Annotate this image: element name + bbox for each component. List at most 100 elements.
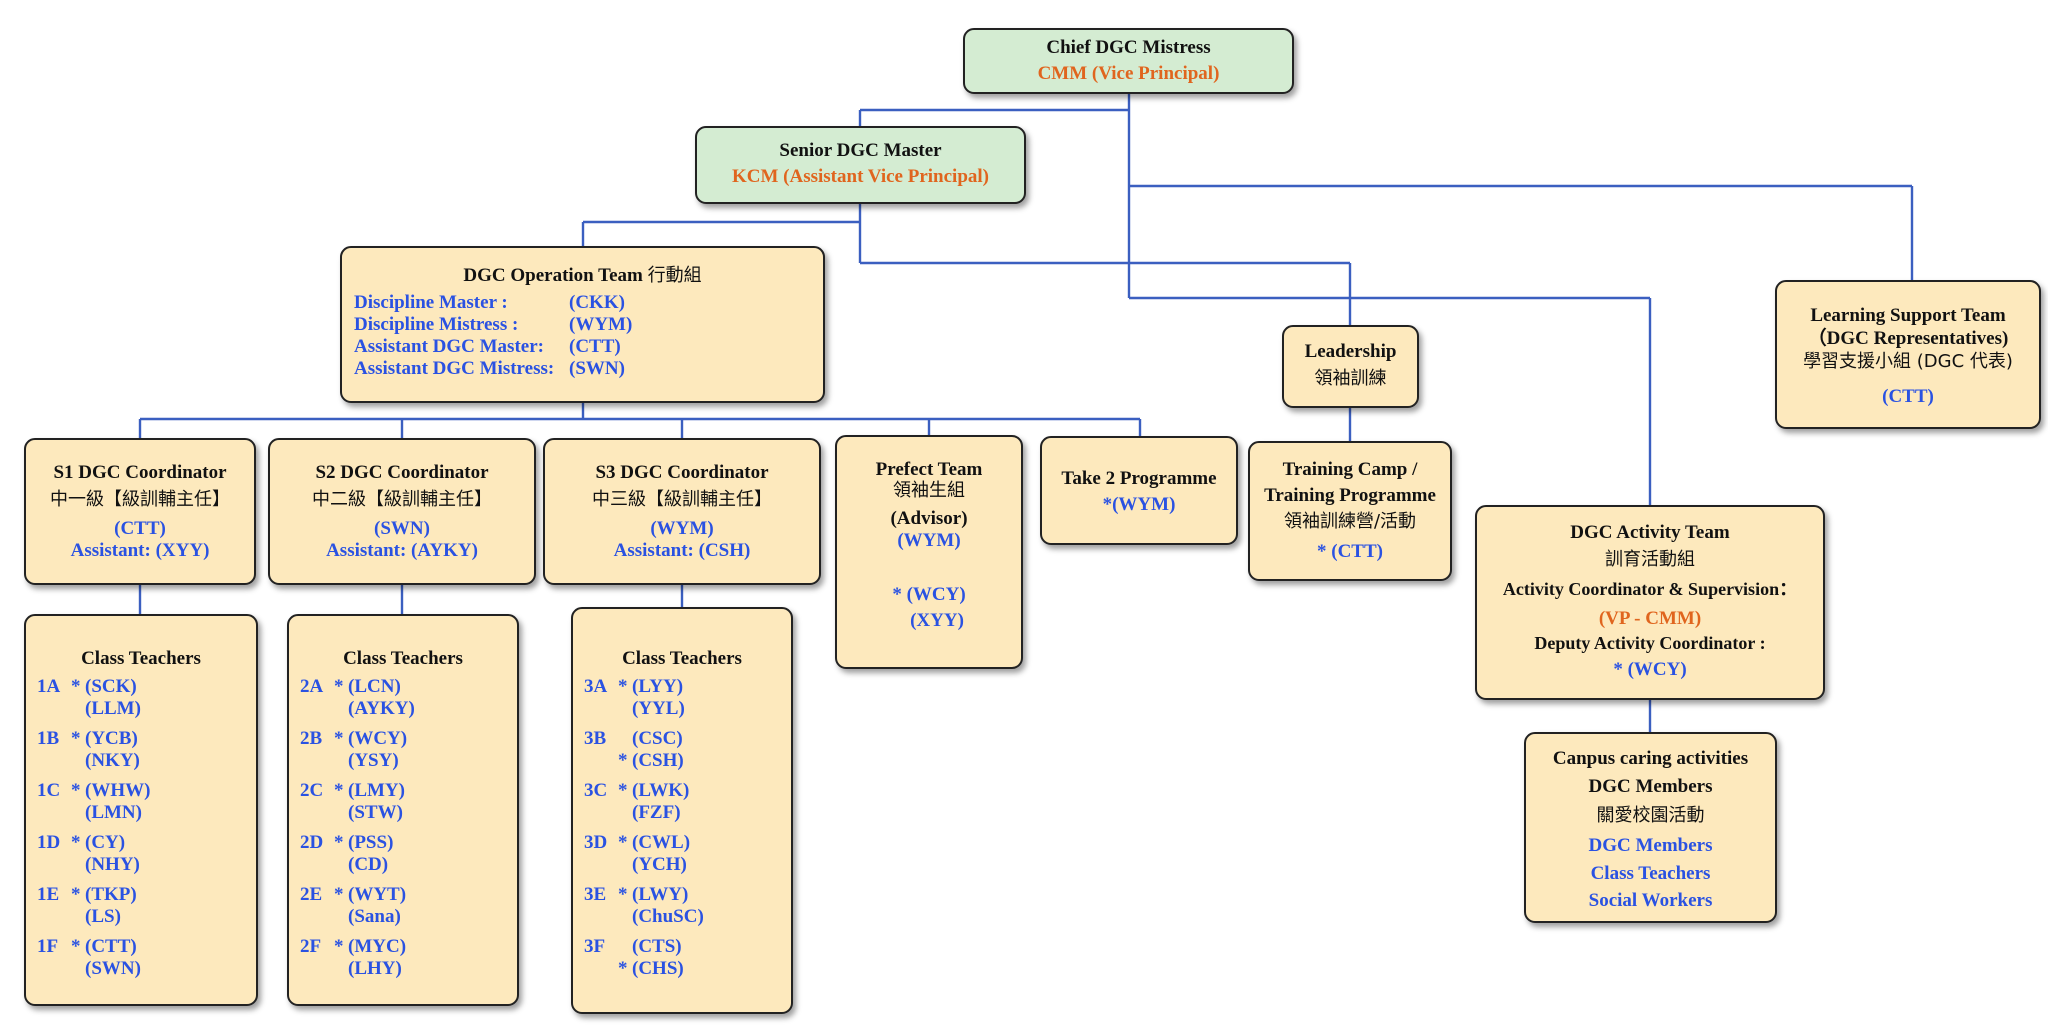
operation-row: Discipline Master : (CKK) [354, 292, 823, 314]
prefect-code3: (XYY) [910, 610, 964, 631]
teacher-code: (SWN) [85, 958, 141, 979]
class-row: *(CSH) [584, 750, 791, 772]
class-star: * [618, 884, 628, 905]
class-star [334, 906, 348, 928]
training-cjk: 領袖訓練營/活動 [1283, 511, 1417, 532]
class-star: * [71, 936, 81, 957]
operation-row: Discipline Mistress : (WYM) [354, 314, 823, 336]
teacher-code: (NKY) [85, 750, 140, 771]
class-row: 3A*(LYY) [584, 676, 791, 698]
s3-code: (WYM) [650, 518, 714, 539]
class-star [71, 958, 85, 980]
class-row: 1B*(YCB) [37, 728, 256, 750]
class-star: * [334, 936, 344, 957]
class-star [618, 802, 632, 824]
take2-box: Take 2 Programme *(WYM) [1040, 436, 1238, 545]
training-camp-box: Training Camp / Training Programme 領袖訓練營… [1248, 441, 1452, 581]
class-row: (STW) [300, 802, 517, 824]
class-teachers-title: Class Teachers [622, 648, 742, 669]
class-star [618, 936, 632, 958]
leadership-title: Leadership [1304, 341, 1397, 362]
class-teachers-s2-box: Class Teachers 2A*(LCN) (AYKY) 2B*(WCY) … [287, 614, 519, 1006]
class-row: (FZF) [584, 802, 791, 824]
class-row: (ChuSC) [584, 906, 791, 928]
class-code: 3E [584, 884, 607, 905]
caring-member: Class Teachers [1590, 863, 1711, 884]
class-row: 3E *(LWY) [584, 884, 791, 906]
teacher-code: (MYC) [348, 936, 407, 957]
teacher-code: (FZF) [632, 802, 681, 823]
class-star [334, 802, 348, 824]
activity-coord-label: Activity Coordinator & Supervision： [1502, 579, 1798, 599]
prefect-code2: * (WCY) [892, 584, 966, 605]
class-star [618, 906, 632, 928]
teacher-code: (AYKY) [348, 698, 415, 719]
class-star [618, 728, 632, 750]
operation-title-cjk: 行動組 [647, 265, 702, 286]
s3-assistant: Assistant: (CSH) [613, 540, 751, 561]
training-line2: Training Programme [1264, 485, 1436, 506]
class-code: 1D [37, 832, 61, 853]
learning-support-box: Learning Support Team （DGC Representativ… [1775, 280, 2041, 429]
chief-dgc-mistress-box: Chief DGC Mistress CMM (Vice Principal) [963, 28, 1294, 94]
teacher-code: (CTT) [85, 936, 137, 957]
class-star [71, 906, 85, 928]
class-star: * [71, 780, 81, 801]
class-star: * [618, 780, 628, 801]
teacher-code: (CD) [348, 854, 389, 875]
class-row: (CD) [300, 854, 517, 876]
teacher-code: (LWY) [632, 884, 689, 905]
class-row: 3F(CTS) [584, 936, 791, 958]
class-star: * [71, 728, 81, 749]
s1-cjk: 中一級【級訓輔主任】 [50, 489, 230, 510]
class-teachers-s3-box: Class Teachers 3A*(LYY) (YYL) 3B(CSC) *(… [571, 607, 793, 1014]
class-star: * [71, 832, 81, 853]
operation-row: Assistant DGC Master: (CTT) [354, 336, 823, 358]
teacher-code: (LLM) [85, 698, 141, 719]
caring-member: Social Workers [1588, 890, 1713, 911]
teacher-code: (WCY) [348, 728, 408, 749]
teacher-code: (LWK) [632, 780, 690, 801]
learning-support-line3: 學習支援小組 (DGC 代表) [1803, 351, 2013, 372]
class-code: 2E [300, 884, 323, 905]
operation-code: (WYM) [569, 314, 633, 335]
class-code: 3C [584, 780, 608, 801]
caring-activities-box: Canpus caring activities DGC Members 關愛校… [1524, 732, 1777, 923]
activity-title: DGC Activity Team [1570, 522, 1730, 543]
class-star [71, 750, 85, 772]
s1-assistant: Assistant: (XYY) [70, 540, 210, 561]
s1-coordinator-box: S1 DGC Coordinator 中一級【級訓輔主任】 (CTT) Assi… [24, 438, 256, 585]
activity-deputy-label: Deputy Activity Coordinator : [1534, 633, 1766, 653]
class-star [71, 698, 85, 720]
leadership-box: Leadership 領袖訓練 [1282, 325, 1419, 408]
s1-title: S1 DGC Coordinator [53, 462, 227, 483]
teacher-code: (YCH) [632, 854, 687, 875]
take2-title: Take 2 Programme [1061, 468, 1217, 489]
chief-title: Chief DGC Mistress [1046, 37, 1211, 58]
take2-code: *(WYM) [1102, 494, 1176, 515]
teacher-code: (LCN) [348, 676, 401, 697]
teacher-code: (STW) [348, 802, 403, 823]
class-row: (LS) [37, 906, 256, 928]
class-row: 1E*(TKP) [37, 884, 256, 906]
class-star: * [334, 780, 344, 801]
class-star: * [334, 676, 344, 697]
prefect-cjk: 領袖生組 [893, 480, 965, 501]
teacher-code: (YSY) [348, 750, 399, 771]
training-code: * (CTT) [1317, 541, 1383, 562]
class-row: (NHY) [37, 854, 256, 876]
class-row: 1D*(CY) [37, 832, 256, 854]
class-code: 2D [300, 832, 324, 853]
teacher-code: (LMN) [85, 802, 142, 823]
teacher-code: (YCB) [85, 728, 138, 749]
caring-cjk: 關愛校園活動 [1596, 805, 1705, 826]
teacher-code: (LS) [85, 906, 121, 927]
class-code: 3A [584, 676, 608, 697]
leadership-cjk: 領袖訓練 [1314, 368, 1387, 389]
activity-coord-value: (VP - CMM) [1598, 608, 1702, 629]
class-star [334, 958, 348, 980]
s3-coordinator-box: S3 DGC Coordinator 中三級【級訓輔主任】 (WYM) Assi… [543, 438, 821, 585]
class-row: 2E*(WYT) [300, 884, 517, 906]
class-code: 3B [584, 728, 607, 749]
